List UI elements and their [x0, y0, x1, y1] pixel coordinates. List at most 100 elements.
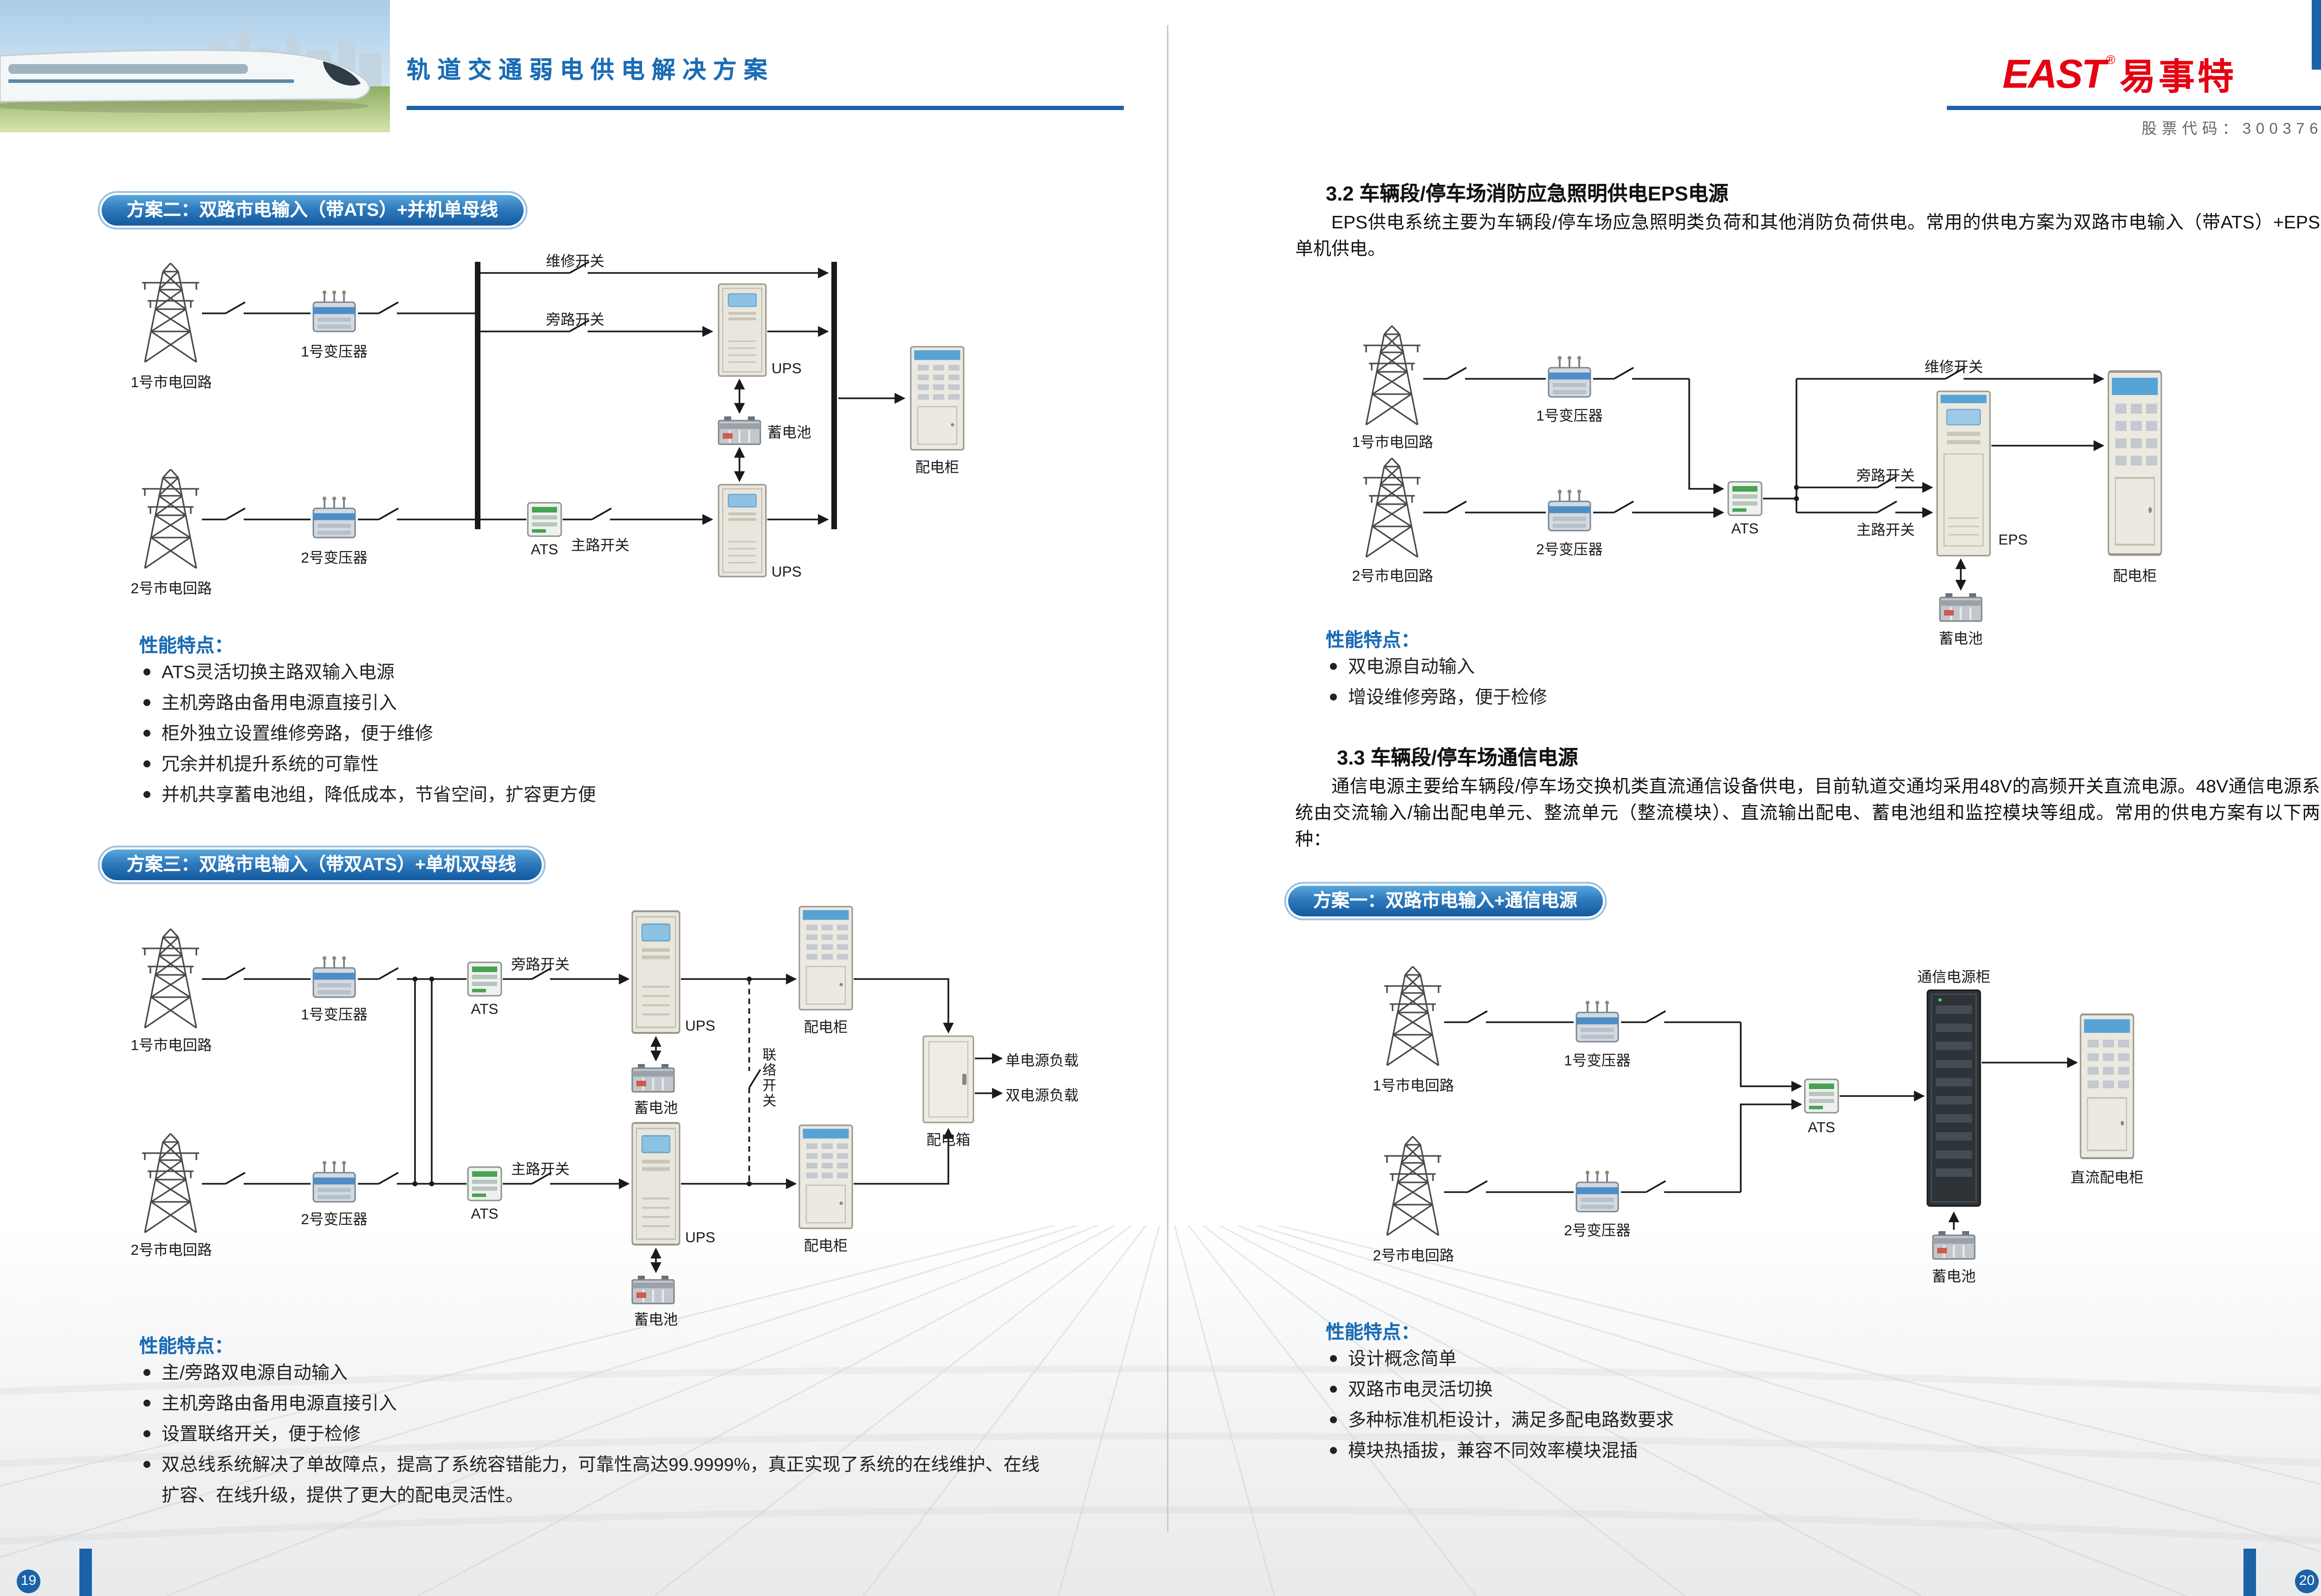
label-ups1: UPS — [685, 1018, 715, 1035]
section-3-3-heading: 3.3 车辆段/停车场通信电源 — [1337, 748, 1578, 770]
cabinet-icon — [798, 906, 853, 1011]
bullet-icon — [1330, 694, 1337, 701]
features-comm-title: 性能特点： — [1326, 1322, 1420, 1343]
label-cabinet1: 配电柜 — [804, 1019, 848, 1036]
battery-icon — [632, 1064, 674, 1092]
banner-scheme1: 方案一：双路市电输入+通信电源 — [1288, 886, 1602, 916]
ups-cabinet-icon — [631, 910, 681, 1034]
tower-icon — [1383, 966, 1442, 1066]
label-cabinet: 配电柜 — [2113, 568, 2157, 585]
features-eps-title: 性能特点： — [1326, 629, 1420, 650]
ups-cabinet-icon — [631, 1122, 681, 1246]
section-3-2-heading: 3.2 车辆段/停车场消防应急照明供电EPS电源 — [1326, 184, 1729, 206]
label-bypass-switch: 旁路开关 — [511, 957, 570, 973]
stock-code: 股票代码：300376 — [2141, 121, 2321, 138]
label-bypass-switch: 旁路开关 — [546, 312, 604, 329]
diagram-scheme3: 1号市电回路 1号变压器 ATS 旁路开关 UPS 蓄电池 配电柜 联络开关 配… — [102, 877, 1079, 1337]
label-maintenance-switch: 维修开关 — [546, 253, 604, 270]
bullet-icon — [143, 760, 150, 767]
bullet-icon — [1330, 1386, 1337, 1393]
label-main-switch: 主路开关 — [511, 1161, 570, 1178]
label-transformer1: 1号变压器 — [301, 344, 368, 361]
bullet-icon — [143, 1400, 150, 1407]
label-ups2: UPS — [685, 1230, 715, 1246]
brand-logo-cn: 易事特 — [2119, 56, 2237, 97]
label-transformer2: 2号变压器 — [301, 550, 368, 567]
label-transformer2: 2号变压器 — [1564, 1223, 1631, 1239]
transformer-icon — [313, 1161, 355, 1202]
diagram-eps: 1号市电回路 1号变压器 2号市电回路 2号变压器 ATS 维修开关 旁路开关 … — [1295, 292, 2321, 655]
cabinet-icon — [2108, 371, 2161, 554]
transformer-icon — [313, 497, 355, 538]
label-bypass-switch: 旁路开关 — [1856, 468, 1915, 485]
label-transformer1: 1号变压器 — [1564, 1053, 1631, 1070]
label-single-load: 单电源负载 — [1005, 1053, 1079, 1070]
feature-item: 主机旁路由备用电源直接引入 — [143, 1388, 1049, 1419]
bullet-icon — [1330, 1355, 1337, 1362]
label-battery: 蓄电池 — [767, 425, 811, 441]
document-title: 轨道交通弱电供电解决方案 — [407, 57, 774, 84]
page-number-left: 19 — [17, 1570, 40, 1593]
label-ats: ATS — [1808, 1120, 1835, 1136]
label-transformer2: 2号变压器 — [1536, 542, 1603, 558]
bullet-icon — [143, 1369, 150, 1376]
bullet-icon — [143, 791, 150, 798]
label-eps: EPS — [1998, 532, 2028, 549]
label-transformer2: 2号变压器 — [301, 1212, 368, 1228]
title-underline — [407, 106, 1124, 110]
switch-symbols — [225, 301, 399, 314]
label-battery2: 蓄电池 — [634, 1312, 678, 1329]
label-dc-cabinet: 直流配电柜 — [2070, 1170, 2144, 1187]
label-circuit1: 1号市电回路 — [1352, 435, 1433, 451]
feature-item: 柜外独立设置维修旁路，便于维修 — [143, 719, 1049, 749]
feature-item: 主/旁路双电源自动输入 — [143, 1358, 1049, 1388]
transformer-icon — [1549, 356, 1590, 397]
dc-cabinet-icon — [2081, 1014, 2133, 1158]
train-photo — [0, 0, 390, 132]
feature-item: 多种标准机柜设计，满足多配电路数要求 — [1330, 1405, 2221, 1436]
bullet-icon — [143, 730, 150, 737]
label-ups2: UPS — [772, 564, 802, 581]
label-dual-load: 双电源负载 — [1005, 1088, 1079, 1104]
distribution-box-icon — [922, 1035, 974, 1123]
battery-icon — [1940, 593, 1982, 621]
bullet-icon — [143, 1461, 150, 1468]
label-main-switch: 主路开关 — [1856, 522, 1915, 539]
battery-icon — [1933, 1231, 1975, 1259]
feature-item: 冗余并机提升系统的可靠性 — [143, 749, 1049, 780]
ups-cabinet-icon — [718, 283, 767, 377]
label-comm-cabinet: 通信电源柜 — [1917, 969, 1990, 986]
label-battery: 蓄电池 — [1938, 631, 1983, 648]
features-comm-list: 设计概念简单 双路市电灵活切换 多种标准机柜设计，满足多配电路数要求 模块热插拔… — [1330, 1344, 2221, 1466]
label-circuit2: 2号市电回路 — [1352, 568, 1433, 585]
page-number-right: 20 — [2295, 1570, 2319, 1593]
tower-icon — [1383, 1135, 1442, 1236]
bullet-icon — [143, 1430, 150, 1437]
banner-scheme3: 方案三：双路市电输入（带双ATS）+单机双母线 — [102, 850, 541, 880]
bottom-accent-left — [79, 1549, 92, 1596]
feature-item: 设计概念简单 — [1330, 1344, 2221, 1375]
busbar-left — [475, 262, 480, 529]
feature-item: 双总线系统解决了单故障点，提高了系统容错能力，可靠性高达99.9999%，真正实… — [143, 1450, 1049, 1511]
label-ats: ATS — [1731, 521, 1759, 538]
label-maintenance-switch: 维修开关 — [1925, 359, 1983, 376]
diagram-scheme2: 1号市电回路 1号变压器 维修开关 旁路开关 UPS 蓄电池 UPS 2号市电回… — [102, 234, 1063, 610]
feature-item: 主机旁路由备用电源直接引入 — [143, 688, 1049, 719]
label-main-switch: 主路开关 — [571, 538, 629, 554]
label-circuit1: 1号市电回路 — [130, 375, 212, 391]
bullet-icon — [143, 699, 150, 706]
label-ats2: ATS — [471, 1206, 499, 1223]
section-3-3-body: 通信电源主要给车辆段/停车场交换机类直流通信设备供电，目前轨道交通均采用48V的… — [1295, 776, 2320, 850]
railway-background-fade — [0, 1226, 2321, 1596]
feature-item: 模块热插拔，兼容不同效率模块混插 — [1330, 1436, 2221, 1466]
label-battery: 蓄电池 — [1932, 1269, 1976, 1285]
transformer-icon — [1576, 1001, 1618, 1042]
label-battery1: 蓄电池 — [634, 1100, 678, 1117]
ats-icon — [527, 502, 562, 537]
feature-item: 增设维修旁路，便于检修 — [1330, 682, 2221, 713]
tower-icon — [141, 262, 200, 363]
eps-cabinet-icon — [1936, 390, 1991, 557]
transformer-icon — [1549, 490, 1590, 531]
feature-item: 并机共享蓄电池组，降低成本，节省空间，扩容更方便 — [143, 780, 1049, 811]
feature-item: 双电源自动输入 — [1330, 652, 2221, 682]
